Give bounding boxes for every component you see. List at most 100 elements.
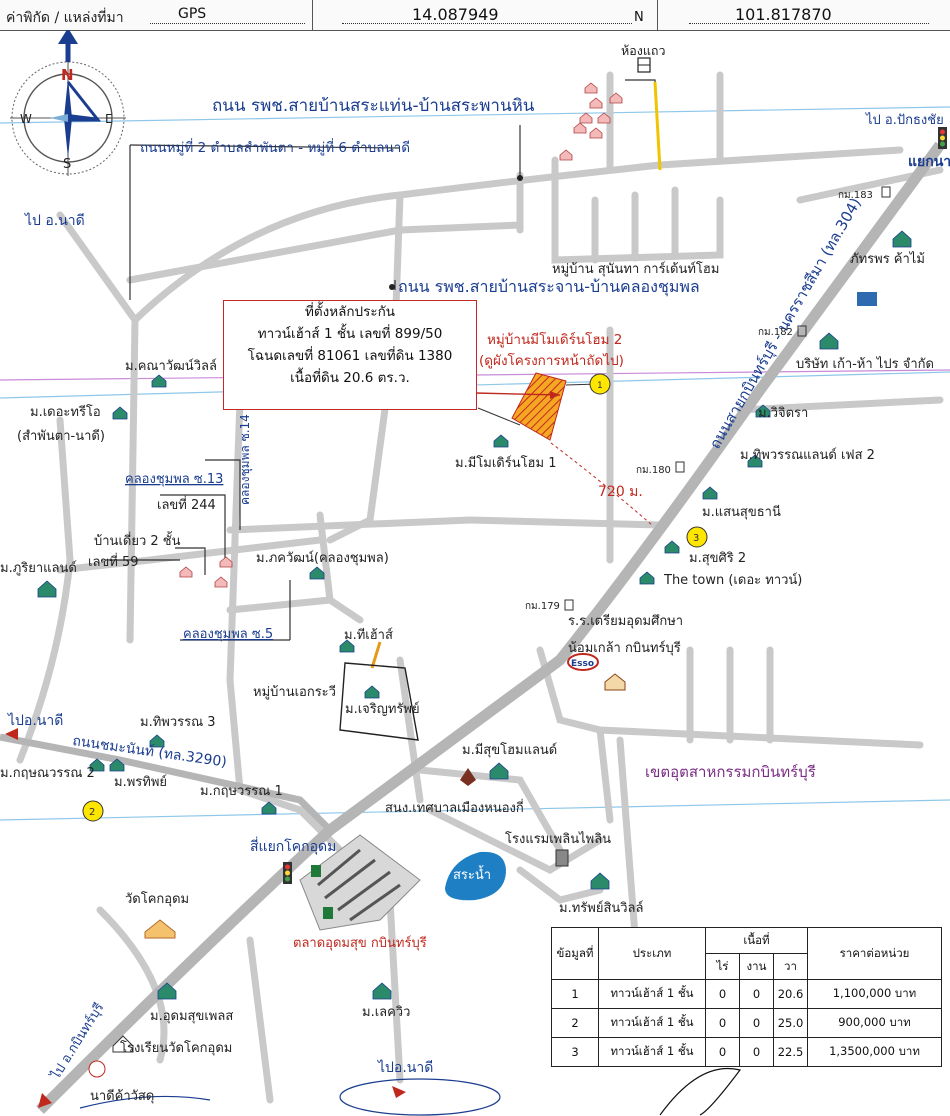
place-label: ม.เจริญทรัพย์ [345,701,420,717]
km-post-icon [564,599,574,611]
arrow-icon [5,728,18,740]
place-label: บ้านเดี่ยว 2 ชั้น [94,531,181,549]
place-label: ม.ทิพวรรณแลนด์ เฟส 2 [740,447,875,463]
direction-label: แยกนา [908,154,950,170]
place-label: ม.กฤษวรรณ 1 [200,784,283,799]
place-label: วัดโคกอุดม [125,891,189,907]
village-icon [309,566,325,580]
garuda-icon [460,768,476,786]
village-icon [755,404,771,418]
village-icon [372,982,392,1000]
coordinate-label: ค่าพิกัด / แหล่งที่มา [6,10,124,26]
zone-label: เขตอุตสาหกรรมกบินทร์บุรี [645,763,816,782]
village-icon [89,758,105,772]
place-label: ม.เลควิว [362,1005,410,1020]
svg-text:1: 1 [597,381,603,391]
village-icon [339,639,355,653]
table-header: ไร่ [705,953,740,980]
village-icon [149,734,165,748]
place-label: สนง.เทศบาลเมืองหนองกี่ [385,799,524,816]
village-icon [364,685,380,699]
village-icon [261,801,277,815]
place-label: ม.คณาวัฒน์วิลล์ [125,358,217,374]
place-label: หมู่บ้าน สุนันทา การ์เด้นท์โฮม [552,261,719,277]
compass-rose-icon [10,30,126,176]
place-label: ม.เดอะทรีโอ [30,404,101,420]
km-label: กม.179 [525,601,560,612]
place-label: โรงเรียนวัดโคกอุดม [120,1040,232,1056]
source-value: GPS [178,6,207,22]
house-cluster [179,82,623,588]
direction-label: ไป อ.นาดี [24,212,85,229]
place-label: ม.ทิพวรรณ 3 [140,715,216,730]
km-label: กม.183 [838,190,873,201]
table-header: งาน [739,953,774,980]
info-line: ที่ตั้งหลักประกัน [304,304,396,320]
school-icon [604,673,626,691]
coordinate-source-cell: ค่าพิกัด / แหล่งที่มา GPS [0,0,313,30]
place-label: ม.วิจิตรา [758,406,808,421]
road-label: ถนน รพช.สายบ้านสระแท่น-บ้านสระพานหิน [212,96,535,116]
village-boundary [339,662,419,741]
project-note: (ดูผังโครงการหน้าถัดไป) [479,352,624,369]
km-post-icon [675,461,685,473]
comparable-marker-1: 1 [589,373,611,395]
distance-label: 720 ม. [598,484,643,500]
place-label: เลขที่ 59 [88,553,139,570]
compass-east-label: E [105,112,113,126]
place-label: บริษัท เก้า-ห้า ไปร จำกัด [796,356,934,372]
coordinate-header: ค่าพิกัด / แหล่งที่มา GPS 14.087949 N 10… [0,0,950,31]
village-icon [892,230,912,248]
place-label: น้อมเกล้า กบินทร์บุรี [568,640,681,656]
village-icon [493,434,509,448]
village-icon [151,374,167,388]
place-label: ตลาดอุดมสุข กบินทร์บุรี [293,935,427,951]
longitude-value: 101.817870 [735,5,832,24]
place-label: โรงแรมเพลินไพลิน [505,831,611,847]
place-label: ม.มีสุขโฮมแลนด์ [462,742,557,758]
table-row: 2 ทาวน์เฮ้าส์ 1 ชั้น 0 0 25.0 900,000 บา… [551,1008,942,1038]
grid-line [0,106,950,124]
distance-line [550,442,653,526]
pond-label: สระน้ำ [453,865,491,883]
road-label: คลองชุมพล ซ.14 [238,414,253,505]
signature-mark [659,1067,742,1116]
info-line: โฉนดเลขที่ 81061 เลขที่ดิน 1380 [247,348,453,364]
village-icon [702,486,718,500]
longitude-cell: 101.817870 [657,0,950,30]
svg-text:3: 3 [693,533,699,544]
info-line: เนื้อที่ดิน 20.6 ตร.ว. [290,370,410,386]
place-label: ม.มีโมเดิร์นโฮม 1 [455,455,556,471]
village-icon [112,406,128,420]
road-label: ถนน รพช.สายบ้านสระจาน-บ้านคลองชุมพล [398,277,700,297]
comparable-marker-2: 2 [82,800,104,822]
store-icon [88,1060,106,1078]
km-post-icon [797,325,807,337]
village-icon [157,982,177,1000]
place-label: ม.พรทิพย์ [114,774,167,790]
traffic-light-icon [283,862,292,884]
table-header: วา [773,953,808,980]
esso-logo-icon [567,653,599,671]
place-label: The town (เดอะ ทาวน์) [663,572,802,588]
place-label: ม.ทีเฮ้าส์ [344,627,393,643]
comparable-marker-3: 3 [686,526,708,548]
table-row: 3 ทาวน์เฮ้าส์ 1 ชั้น 0 0 22.5 1,3500,000… [551,1037,942,1067]
village-icon [819,332,839,350]
road-label: คลองชุมพล ซ.13 [125,472,223,487]
place-label: ภัทรพร ค้าไม้ [850,251,925,267]
place-label: ม.แสนสุขธานี [702,504,781,520]
place-label: (สำพันตา-นาดี) [17,428,105,444]
compass-south-label: S [63,157,71,172]
temple-icon [144,919,176,939]
place-label: ม.ภูริยาแลนด์ [0,560,77,576]
village-icon [590,872,610,890]
grid-line [0,799,950,821]
junction-label: สี่แยกโคกอุดม [250,837,336,855]
place-label: ม.ทรัพย์สินวิลล์ [559,900,644,916]
place-label: ม.กฤษณวรรณ 2 [0,766,95,781]
road-label: คลองชุมพล ซ.5 [183,627,273,642]
table-header: ประเภท [598,927,706,980]
school-icon [112,1035,134,1053]
svg-text:2: 2 [89,807,95,818]
